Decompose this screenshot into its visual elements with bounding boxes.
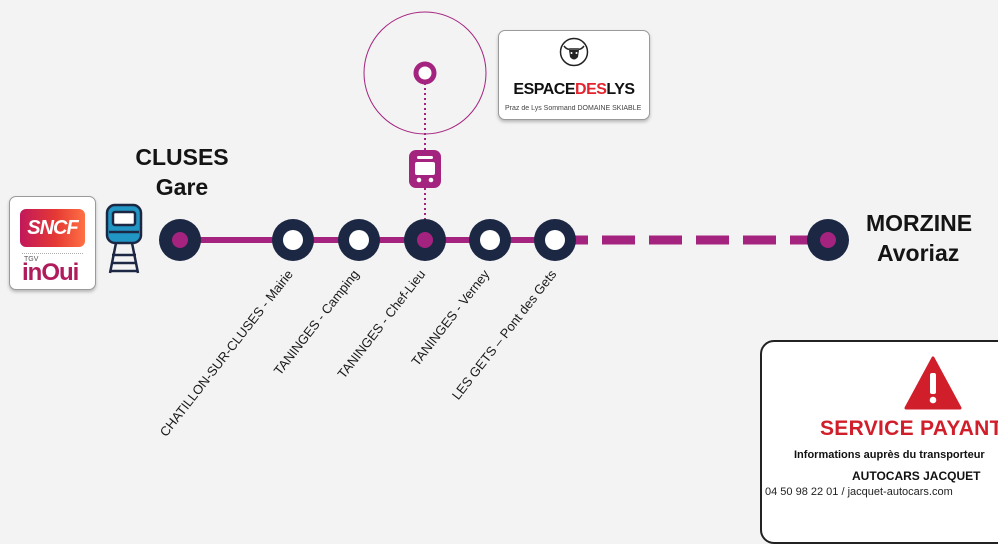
shuttle-stop[interactable] — [413, 61, 437, 85]
city-label-morzine: MORZINE Avoriaz — [866, 208, 996, 268]
stop-taninges-chef-lieu-inner — [417, 232, 433, 248]
espace-des-lys-subtitle: Praz de Lys Sommand DOMAINE SKIABLE — [505, 105, 642, 112]
city-name: MORZINE — [866, 210, 973, 236]
service-info: Informations auprès du transporteur — [794, 449, 985, 461]
service-company: AUTOCARS JACQUET — [852, 469, 981, 483]
city-name: CLUSES — [135, 144, 229, 170]
wordmark-part: LYS — [606, 81, 635, 98]
sncf-logo: SNCF TGV inOui — [9, 196, 96, 290]
wordmark-part: ESPACE — [513, 81, 576, 98]
bull-icon — [559, 37, 589, 67]
service-title: SERVICE PAYANT — [820, 417, 998, 440]
sncf-separator — [22, 253, 83, 254]
stop-cluses-gare-inner — [172, 232, 188, 248]
city-subtitle: Avoriaz — [877, 240, 960, 266]
stop-les-gets-inner — [545, 230, 565, 250]
sncf-brand: SNCF — [27, 217, 78, 239]
espace-des-lys-logo: ESPACEDESLYS Praz de Lys Sommand DOMAINE… — [498, 30, 650, 120]
city-subtitle: Gare — [155, 174, 209, 200]
stop-chatillon-inner — [283, 230, 303, 250]
bus-icon — [409, 150, 441, 188]
route-map — [105, 11, 849, 274]
sncf-badge: SNCF — [20, 209, 85, 247]
service-contact[interactable]: 04 50 98 22 01 / jacquet-autocars.com — [765, 486, 953, 498]
city-label-cluses: CLUSES Gare — [127, 142, 237, 202]
espace-des-lys-wordmark: ESPACEDESLYS — [499, 81, 649, 99]
tgv-label: TGV — [24, 256, 39, 263]
service-payant-box: SERVICE PAYANT Informations auprès du tr… — [760, 340, 998, 544]
stop-taninges-camping-inner — [349, 230, 369, 250]
wordmark-part-red: DES — [575, 81, 607, 98]
stop-morzine-avoriaz-inner — [820, 232, 836, 248]
inoui-label: inOui — [22, 259, 79, 286]
stop-taninges-verney-inner — [480, 230, 500, 250]
warning-icon — [904, 356, 962, 410]
train-icon — [105, 203, 143, 274]
